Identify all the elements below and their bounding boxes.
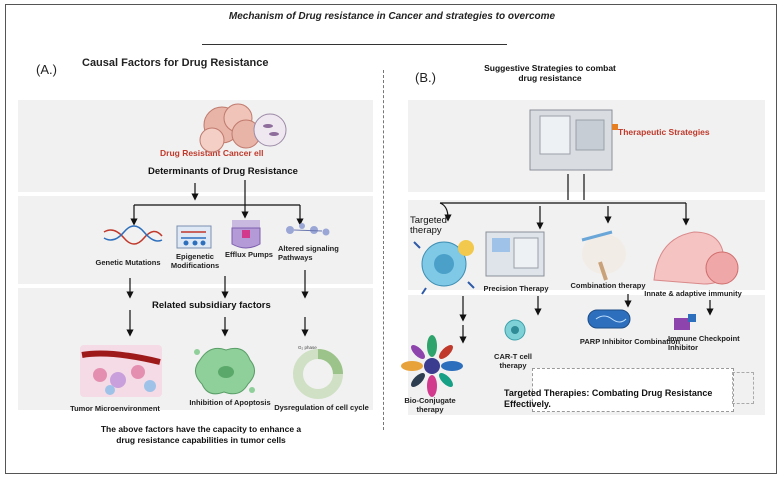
panel-b-heading: Suggestive Strategies to combat drug res… (484, 63, 616, 83)
footer-box-tab (732, 372, 754, 404)
dna-icon (103, 225, 163, 245)
subfactor-tumor-microenvironment: Tumor Microenvironment (70, 404, 160, 413)
sub-parp: PARP Inhibitor Combination (579, 337, 681, 346)
subfactor-cell-cycle: Dysregulation of cell cycle (274, 403, 369, 412)
subfactor-inhibition-apoptosis: Inhibition of Apoptosis (189, 398, 271, 407)
efflux-pump-icon (231, 220, 261, 249)
title-underline (202, 44, 507, 45)
bioconjugate-icon (401, 335, 463, 397)
parp-inhibitor-icon (587, 309, 631, 329)
factor-altered-signaling: Altered signaling Pathways (278, 244, 339, 262)
panel-b-label: (B.) (415, 70, 436, 85)
factor-epigenetic: Epigenetic Modifications (170, 252, 220, 270)
cell-cycle-icon (293, 349, 343, 399)
epigenetic-icon (176, 225, 212, 249)
figure-frame (5, 4, 777, 474)
strategy-immunity: Innate & adaptive immunity (644, 289, 742, 298)
panel-a-connectors (126, 180, 309, 337)
cycle-phase-text: G₂ phase (298, 345, 317, 350)
car-t-cell-icon (504, 319, 526, 341)
tumor-microenvironment-icon (80, 345, 162, 397)
therapeutic-strategies-label: Therapeutic Strategies (618, 127, 710, 137)
panel-a-footer: The above factors have the capacity to e… (100, 424, 302, 445)
signaling-pathway-icon (286, 223, 330, 236)
apoptosis-cell-icon (194, 347, 255, 395)
sub-bioconjugate: Bio-Conjugate therapy (404, 396, 456, 414)
strategy-precision: Precision Therapy (483, 284, 549, 293)
band-a-top (18, 100, 373, 192)
strategy-targeted: Targeted therapy (410, 215, 447, 236)
checkpoint-inhibitor-icon (674, 314, 696, 330)
footer-box (532, 368, 734, 412)
precision-therapy-icon (485, 231, 545, 277)
figure-title: Mechanism of Drug resistance in Cancer a… (228, 11, 556, 22)
cancer-cell-label: Drug Resistant Cancer ell (160, 148, 264, 158)
therapy-machine-icon (529, 109, 618, 171)
sub-car-t: CAR-T cell therapy (494, 352, 532, 370)
strategy-combination: Combination therapy (570, 281, 646, 290)
targeted-therapy-icon (413, 240, 475, 295)
determinants-label: Determinants of Drug Resistance (148, 166, 298, 177)
subsidiary-heading: Related subsidiary factors (152, 300, 271, 311)
panel-a-heading: Causal Factors for Drug Resistance (82, 57, 269, 69)
panel-divider (383, 70, 384, 430)
sub-immune-checkpoint: Immune Checkpoint Inhibitor (668, 334, 740, 352)
factor-efflux-pumps: Efflux Pumps (225, 250, 273, 259)
factor-genetic-mutations: Genetic Mutations (95, 258, 161, 267)
panel-b-footer: Targeted Therapies: Combating Drug Resis… (504, 388, 713, 409)
panel-a-label: (A.) (36, 62, 57, 77)
cancer-cell-icon (199, 103, 287, 153)
immunity-tissue-icon (653, 231, 739, 285)
combination-therapy-icon (581, 230, 626, 281)
panel-b-connectors (439, 174, 714, 344)
